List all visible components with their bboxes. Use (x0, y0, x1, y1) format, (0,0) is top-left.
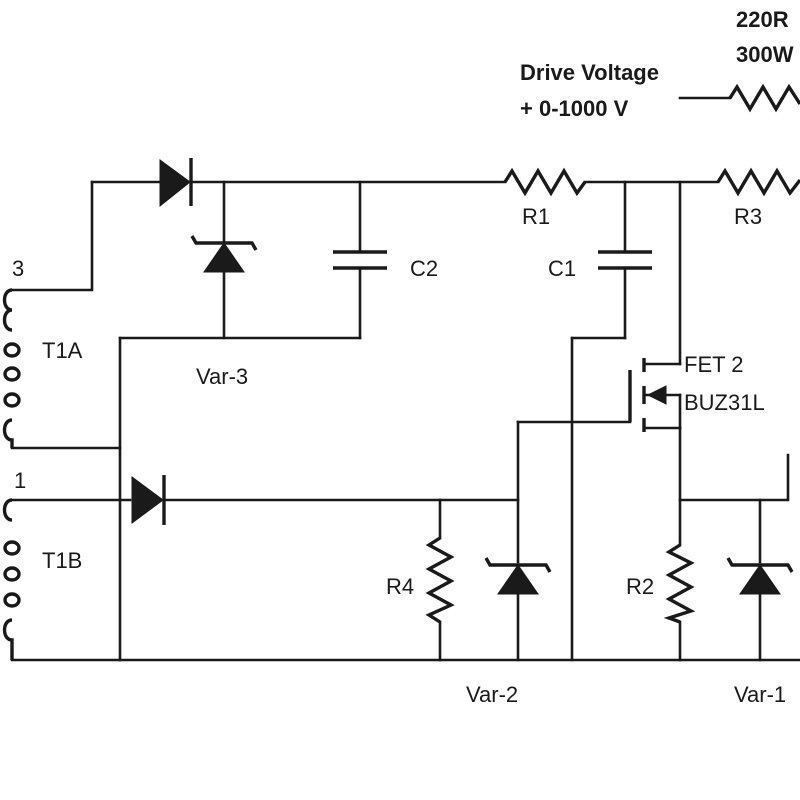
zener-var1 (726, 557, 794, 595)
label-pin3: 3 (12, 256, 24, 281)
winding-t1b (2, 498, 21, 660)
label-fet-name: FET 2 (684, 352, 744, 377)
label-pin1: 1 (14, 468, 26, 493)
mosfet-fet2 (628, 358, 682, 432)
wire-t1a-top (10, 180, 94, 292)
label-c2: C2 (410, 256, 438, 281)
resistor-r4 (425, 536, 455, 624)
diode-top (159, 158, 193, 208)
mosfet-arrow-icon (646, 385, 667, 405)
wire-source-node (678, 453, 790, 502)
label-fet-part: BUZ31L (684, 390, 765, 415)
label-var3: Var-3 (196, 364, 248, 389)
resistor-r1 (503, 167, 587, 197)
label-var2: Var-2 (466, 682, 518, 707)
label-t1a: T1A (42, 338, 83, 363)
label-res-top-value: 220R (736, 7, 789, 32)
label-drive-range: + 0-1000 V (520, 96, 629, 121)
resistor-r2 (663, 543, 696, 624)
resistor-r3 (716, 167, 800, 197)
label-t1b: T1B (42, 548, 82, 573)
label-var1: Var-1 (734, 682, 786, 707)
label-c1: C1 (548, 256, 576, 281)
label-r3: R3 (734, 204, 762, 229)
capacitor-c1 (598, 250, 652, 270)
label-r2: R2 (626, 574, 654, 599)
label-drive-voltage: Drive Voltage (520, 60, 659, 85)
labels: 220R 300W Drive Voltage + 0-1000 V R1 R3… (12, 7, 794, 707)
zener-var2 (484, 557, 552, 595)
winding-t1a (2, 288, 21, 448)
diode-t1b (131, 475, 166, 525)
label-r4: R4 (386, 574, 414, 599)
resistor-220r (728, 83, 800, 113)
zener-var3 (190, 235, 258, 273)
label-res-top-power: 300W (736, 42, 794, 67)
capacitor-c2 (333, 250, 387, 270)
label-r1: R1 (522, 204, 550, 229)
wires (10, 96, 800, 662)
